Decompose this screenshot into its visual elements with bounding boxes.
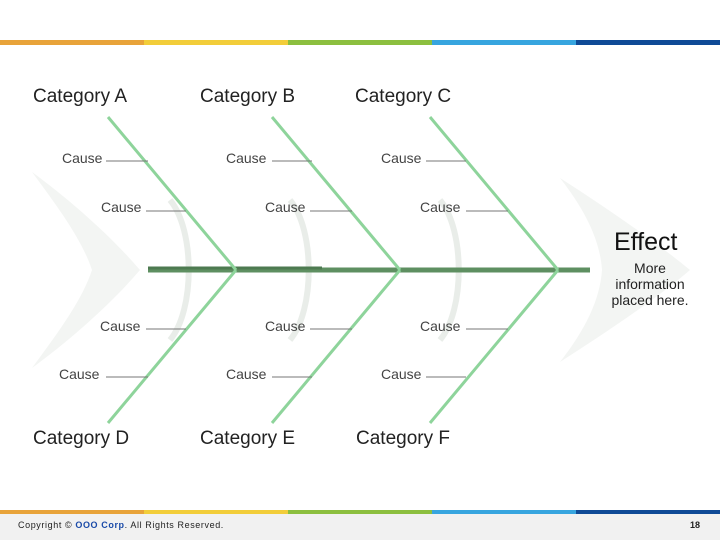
cause-label: Cause [101,199,142,215]
stripe-yellow [144,510,288,514]
stripe-green [288,510,432,514]
cause-label: Cause [265,318,306,334]
copyright-prefix: Copyright © [18,520,73,530]
footer-color-stripe [0,510,720,514]
bone-category-a [106,116,238,271]
cause-label: Cause [265,199,306,215]
cause-label: Cause [226,366,267,382]
stripe-orange [0,510,144,514]
cause-label: Cause [226,150,267,166]
category-b-label: Category B [200,86,296,107]
top-color-stripe [0,40,720,45]
corp-name: OOO Corp [75,520,125,530]
cause-label: Cause [381,366,422,382]
cause-label: Cause [59,366,100,382]
category-c-label: Category C [355,86,452,107]
bone-category-b [270,116,402,271]
cause-label: Cause [420,199,461,215]
cause-label: Cause [381,150,422,166]
stripe-orange [0,40,144,45]
category-d-label: Category D [33,428,130,449]
stripe-green [288,40,432,45]
effect-title: Effect [614,228,678,256]
stripe-lightblue [432,40,576,45]
bone-category-f [428,269,560,424]
stripe-yellow [144,40,288,45]
cause-label: Cause [100,318,141,334]
bone-category-d [106,269,238,424]
fish-silhouette [32,172,690,368]
bone-category-c [428,116,560,271]
stripe-navy [576,510,720,514]
category-a-label: Category A [33,86,127,107]
copyright-suffix: . All Rights Reserved. [124,520,224,530]
cause-label: Cause [62,150,103,166]
copyright-text: Copyright © OOO Corp. All Rights Reserve… [18,520,224,530]
bone-category-e [270,269,402,424]
cause-label: Cause [420,318,461,334]
effect-description: More information placed here. [611,260,689,308]
page-number: 18 [689,520,700,530]
category-f-label: Category F [356,428,450,449]
stripe-lightblue [432,510,576,514]
footer-bar [0,510,720,540]
stripe-navy [576,40,720,45]
category-e-label: Category E [200,428,296,449]
